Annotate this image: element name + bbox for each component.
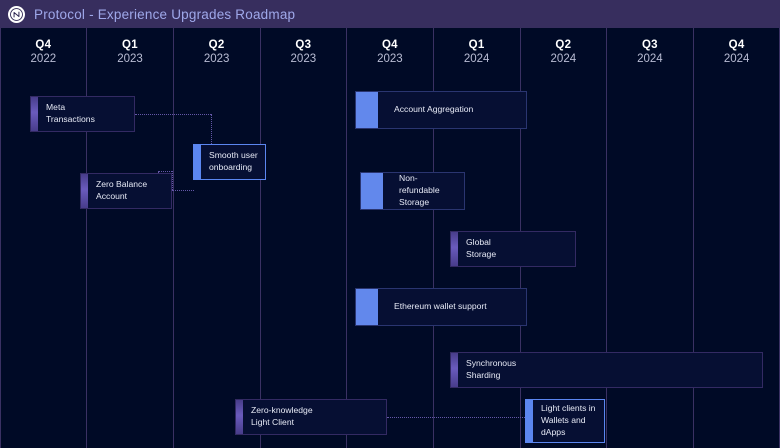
year-label: 2024 (723, 53, 750, 66)
near-protocol-logo-icon (8, 5, 25, 23)
quarter-label: Q1 (122, 39, 138, 51)
column-divider (606, 28, 607, 448)
column-divider (433, 28, 434, 448)
year-label: 2022 (30, 53, 57, 66)
column-divider (693, 28, 694, 448)
connector-zba-to-onboarding (172, 171, 173, 190)
card-label: Account Aggregation (394, 104, 474, 115)
quarter-header-q3-2024: Q3 2024 (607, 38, 694, 67)
quarter-label: Q1 (468, 39, 485, 51)
quarter-label: Q4 (35, 39, 52, 51)
card-accent-bar (361, 173, 383, 209)
quarter-label: Q2 (555, 39, 572, 51)
card-label: Zero-knowledge Light Client (251, 405, 313, 427)
card-accent-bar (451, 232, 458, 266)
card-label: Synchronous Sharding (466, 358, 517, 380)
connector-meta-to-onboarding (135, 114, 211, 115)
year-label: 2024 (463, 53, 490, 66)
roadmap-card-synchronous-sharding[interactable]: Synchronous Sharding (450, 352, 763, 388)
card-label: Zero Balance Account (96, 179, 148, 201)
card-accent-bar (356, 92, 378, 128)
roadmap-card-zero-knowledge-light-client[interactable]: Zero-knowledge Light Client (235, 399, 387, 435)
roadmap-card-global-storage[interactable]: Global Storage (450, 231, 576, 267)
connector-meta-to-onboarding (211, 114, 212, 160)
year-label: 2023 (117, 53, 143, 66)
card-accent-bar (236, 400, 243, 434)
connector-zba-to-onboarding (172, 190, 194, 191)
quarter-label: Q2 (208, 39, 225, 51)
card-accent-bar (356, 289, 378, 325)
quarter-header-q1-2024: Q1 2024 (433, 38, 520, 67)
column-divider (260, 28, 261, 448)
quarter-header-q4-2023: Q4 2023 (347, 38, 434, 67)
column-divider (346, 28, 347, 448)
roadmap-card-account-aggregation[interactable]: Account Aggregation (355, 91, 527, 129)
roadmap-card-non-refundable-storage[interactable]: Non-refundable Storage (360, 172, 465, 210)
card-label: Non-refundable Storage (399, 173, 440, 207)
roadmap-card-light-clients-in-wallets-and-dapps[interactable]: Light clients in Wallets and dApps (525, 399, 605, 443)
quarter-header-q1-2023: Q1 2023 (87, 38, 174, 67)
quarter-header-q3-2023: Q3 2023 (260, 38, 347, 67)
roadmap-card-ethereum-wallet-support[interactable]: Ethereum wallet support (355, 288, 527, 326)
quarter-header-q2-2023: Q2 2023 (173, 38, 260, 67)
column-divider (173, 28, 174, 448)
card-label: Global Storage (466, 237, 497, 259)
card-accent-bar (31, 97, 38, 131)
card-accent-bar (194, 145, 201, 179)
timeline-grid: Q4 2022 Q1 2023 Q2 2023 Q3 2023 Q4 2023 … (0, 28, 780, 448)
column-divider (0, 28, 1, 448)
year-label: 2024 (637, 53, 663, 66)
quarter-header-q4-2024: Q4 2024 (693, 38, 780, 67)
quarter-label: Q3 (641, 39, 658, 51)
roadmap-card-smooth-user-onboarding[interactable]: Smooth user onboarding (193, 144, 266, 180)
card-accent-bar (451, 353, 458, 387)
card-label: Smooth user onboarding (209, 150, 258, 172)
connector-zba-to-onboarding (158, 171, 172, 172)
year-label: 2023 (203, 53, 230, 66)
quarter-label: Q4 (381, 39, 398, 51)
year-label: 2023 (377, 53, 403, 66)
roadmap-card-meta-transactions[interactable]: Meta Transactions (30, 96, 135, 132)
card-label: Ethereum wallet support (394, 301, 487, 312)
column-divider (86, 28, 87, 448)
page-title: Protocol - Experience Upgrades Roadmap (34, 6, 296, 22)
title-bar: Protocol - Experience Upgrades Roadmap (0, 0, 780, 28)
roadmap-card-zero-balance-account[interactable]: Zero Balance Account (80, 173, 172, 209)
quarter-label: Q3 (295, 39, 312, 51)
card-accent-bar (526, 400, 533, 442)
year-label: 2023 (290, 53, 317, 66)
quarter-label: Q4 (728, 39, 745, 51)
card-label: Meta Transactions (46, 102, 95, 124)
year-label: 2024 (550, 53, 577, 66)
quarter-header-q4-2022: Q4 2022 (0, 38, 87, 67)
quarter-header-q2-2024: Q2 2024 (520, 38, 607, 67)
connector-zk-to-light-clients (387, 417, 525, 418)
card-accent-bar (81, 174, 88, 208)
card-label: Light clients in Wallets and dApps (541, 403, 596, 437)
